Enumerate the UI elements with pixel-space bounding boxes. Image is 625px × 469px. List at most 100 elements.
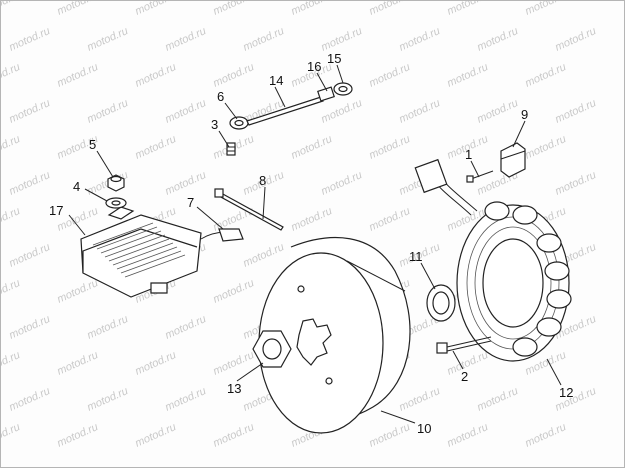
callout-9: 9 — [521, 107, 528, 122]
watermark-text: motod.ru — [1, 133, 22, 162]
watermark-text: motod.ru — [55, 349, 100, 378]
part-3-bolt — [226, 142, 236, 156]
watermark-text: motod.ru — [1, 277, 22, 306]
watermark-text: motod.ru — [1, 61, 22, 90]
watermark-text: motod.ru — [7, 385, 52, 414]
watermark-text: motod.ru — [367, 61, 412, 90]
watermark-text: motod.ru — [397, 385, 442, 414]
watermark-text: motod.ru — [133, 1, 178, 18]
part-4-washer — [105, 197, 127, 209]
watermark-text: motod.ru — [319, 25, 364, 54]
watermark-text: motod.ru — [367, 133, 412, 162]
watermark-text: motod.ru — [475, 385, 520, 414]
watermark-text: motod.ru — [211, 61, 256, 90]
part-11-washer — [426, 284, 456, 322]
watermark-text: motod.ru — [241, 25, 286, 54]
watermark-text: motod.ru — [133, 61, 178, 90]
watermark-text: motod.ru — [319, 97, 364, 126]
callout-12: 12 — [559, 385, 573, 400]
watermark-text: motod.ru — [553, 97, 598, 126]
watermark-text: motod.ru — [55, 421, 100, 450]
watermark-text: motod.ru — [475, 97, 520, 126]
watermark-text: motod.ru — [85, 385, 130, 414]
watermark-text: motod.ru — [211, 277, 256, 306]
part-2-bolt — [436, 336, 492, 354]
watermark-text: motod.ru — [367, 205, 412, 234]
watermark-text: motod.ru — [523, 61, 568, 90]
watermark-text: motod.ru — [211, 1, 256, 18]
part-17-regulator-rectifier — [80, 206, 202, 298]
part-5-nut — [107, 174, 125, 192]
callout-16: 16 — [307, 59, 321, 74]
part-13-nut — [252, 330, 292, 368]
callout-11: 11 — [409, 249, 423, 264]
callout-13: 13 — [227, 381, 241, 396]
watermark-text: motod.ru — [163, 169, 208, 198]
watermark-text: motod.ru — [7, 97, 52, 126]
watermark-text: motod.ru — [523, 1, 568, 18]
watermark-text: motod.ru — [7, 25, 52, 54]
watermark-text: motod.ru — [133, 133, 178, 162]
watermark-text: motod.ru — [445, 421, 490, 450]
watermark-text: motod.ru — [163, 385, 208, 414]
callout-10: 10 — [417, 421, 431, 436]
watermark-text: motod.ru — [85, 25, 130, 54]
watermark-text: motod.ru — [55, 1, 100, 18]
watermark-text: motod.ru — [163, 97, 208, 126]
watermark-text: motod.ru — [445, 1, 490, 18]
callouts: 1 2 3 4 5 6 7 8 9 10 11 12 13 14 15 16 1… — [49, 51, 573, 436]
watermark-text: motod.ru — [367, 421, 412, 450]
watermark-text: motod.ru — [133, 349, 178, 378]
watermark-text: motod.ru — [211, 421, 256, 450]
watermark-text: motod.ru — [289, 133, 334, 162]
watermark-text: motod.ru — [211, 349, 256, 378]
leader-lines — [68, 64, 562, 424]
watermark-text: motod.ru — [241, 241, 286, 270]
part-1-screw — [466, 170, 494, 183]
callout-7: 7 — [187, 195, 194, 210]
watermark-text: motod.ru — [55, 277, 100, 306]
watermark-text: motod.ru — [445, 61, 490, 90]
part-12-stator — [414, 158, 572, 362]
part-9-bracket — [500, 142, 526, 178]
watermark-text: motod.ru — [397, 97, 442, 126]
watermark-text: motod.ru — [1, 1, 22, 18]
callout-6: 6 — [217, 89, 224, 104]
watermark-text: motod.ru — [85, 313, 130, 342]
watermark-text: motod.ru — [163, 25, 208, 54]
watermark-text: motod.ru — [7, 313, 52, 342]
watermark-text: motod.ru — [1, 421, 22, 450]
watermark-text: motod.ru — [319, 169, 364, 198]
callout-8: 8 — [259, 173, 266, 188]
callout-1: 1 — [465, 147, 472, 162]
watermark-text: motod.ru — [523, 421, 568, 450]
watermark-text: motod.ru — [7, 241, 52, 270]
part-10-flywheel — [258, 237, 411, 434]
watermark-text: motod.ru — [475, 25, 520, 54]
watermark-text: motod.ru — [553, 169, 598, 198]
watermark-text: motod.ru — [133, 421, 178, 450]
watermark-text: motod.ru — [85, 97, 130, 126]
watermark-text: motod.ru — [289, 1, 334, 18]
callout-14: 14 — [269, 73, 283, 88]
watermark-text: motod.ru — [553, 25, 598, 54]
watermark-text: motod.ru — [55, 61, 100, 90]
watermark-text: motod.ru — [289, 205, 334, 234]
watermark-text: motod.ru — [1, 349, 22, 378]
part-14-ground-cable — [229, 82, 353, 130]
watermark-text: motod.ru — [1, 205, 22, 234]
callout-3: 3 — [211, 117, 218, 132]
watermark-text: motod.ru — [397, 25, 442, 54]
watermark-text: motod.ru — [163, 313, 208, 342]
callout-5: 5 — [89, 137, 96, 152]
watermark-text: motod.ru — [523, 133, 568, 162]
watermark-text: motod.ru — [367, 1, 412, 18]
watermark-text: motod.ru — [7, 169, 52, 198]
callout-17: 17 — [49, 203, 63, 218]
callout-15: 15 — [327, 51, 341, 66]
part-8-cable-tie — [214, 188, 284, 231]
callout-2: 2 — [461, 369, 468, 384]
callout-4: 4 — [73, 179, 80, 194]
